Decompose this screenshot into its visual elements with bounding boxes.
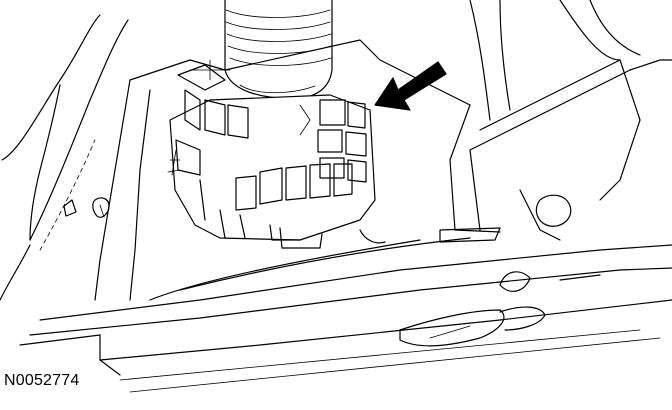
base-rails xyxy=(19,227,672,393)
right-support xyxy=(469,0,672,241)
electrical-connector xyxy=(167,59,376,249)
mounting-bracket xyxy=(94,39,501,301)
figure-id-label: N0052774 xyxy=(4,372,80,389)
pointer-arrow xyxy=(374,61,447,111)
left-body-panel xyxy=(0,14,129,301)
